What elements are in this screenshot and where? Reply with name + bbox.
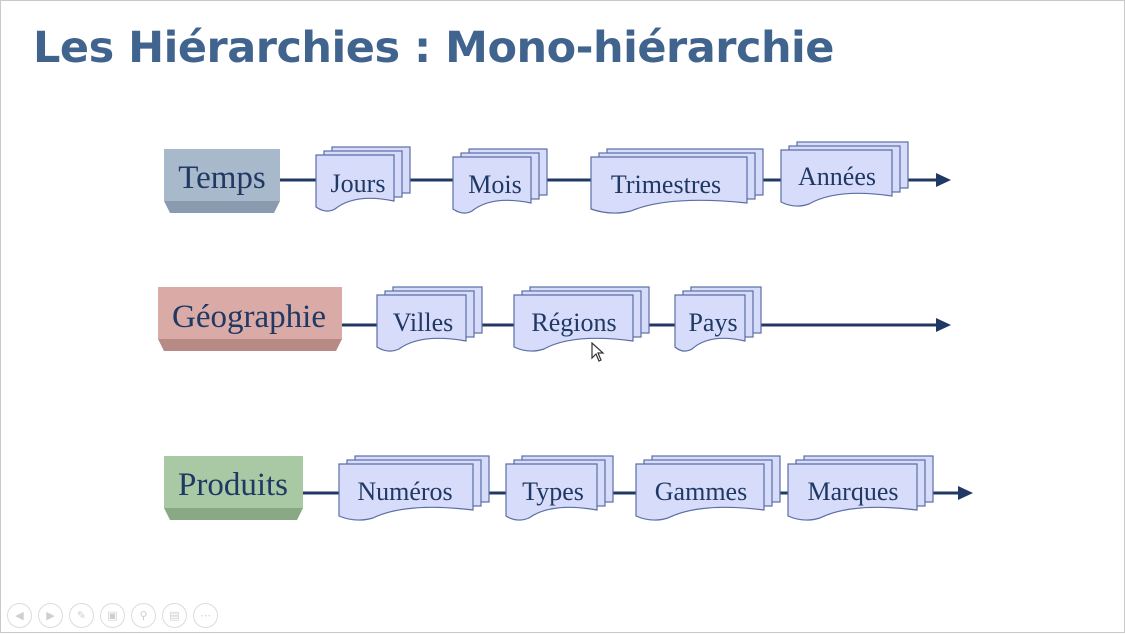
level-card: Gammes [635,455,781,521]
level-label: Années [798,162,876,191]
dimension-label: Géographie [172,299,326,335]
dimension-box: Temps [164,149,280,213]
row-geographie: Géographie Villes Régions Pays [158,286,951,352]
dimension-label: Produits [178,467,288,503]
level-label: Numéros [357,477,452,506]
arrow-head [958,486,973,500]
level-card: Jours [315,146,411,212]
level-card: Mois [452,148,548,214]
dimension-label: Temps [178,160,266,196]
level-label: Régions [531,308,616,337]
level-card: Régions [513,286,650,352]
arrow-head [936,173,951,187]
level-card: Pays [674,286,762,352]
level-label: Mois [468,170,521,199]
arrow-head [936,318,951,332]
level-label: Villes [393,308,454,337]
dimension-box: Produits [164,456,303,520]
dimension-box: Géographie [158,287,342,351]
slides-icon[interactable]: ▣ [100,603,125,628]
previous-icon[interactable]: ◀ [7,603,32,628]
presentation-toolbar: ◀ ▶ ✎ ▣ ⚲ ▤ ⋯ [7,603,218,628]
row-temps: Temps Jours Mois Trimestres [164,141,951,214]
level-card: Villes [376,286,483,352]
level-label: Gammes [655,477,747,506]
next-icon[interactable]: ▶ [38,603,63,628]
level-label: Trimestres [611,170,721,199]
level-label: Types [522,477,584,506]
level-label: Jours [331,169,386,198]
slide-title: Les Hiérarchies : Mono-hiérarchie [33,23,834,73]
level-card: Marques [787,455,934,521]
level-card: Années [780,141,909,207]
pen-icon[interactable]: ✎ [69,603,94,628]
level-card: Trimestres [590,148,764,214]
zoom-icon[interactable]: ⚲ [131,603,156,628]
mouse-cursor-icon [591,342,605,362]
more-icon[interactable]: ⋯ [193,603,218,628]
level-label: Pays [688,308,737,337]
subtitles-icon[interactable]: ▤ [162,603,187,628]
level-label: Marques [808,477,899,506]
row-produits: Produits Numéros Types Gammes [164,455,973,521]
level-card: Numéros [338,455,490,521]
level-card: Types [505,455,614,521]
